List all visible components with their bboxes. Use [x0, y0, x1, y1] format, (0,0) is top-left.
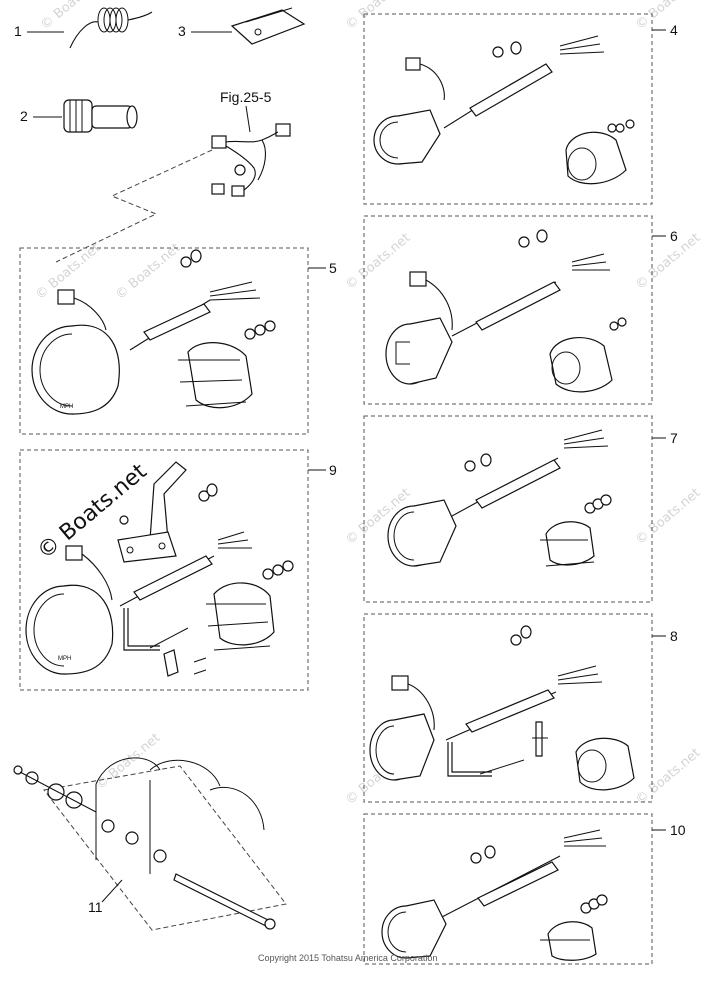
watermark: © Boats.net	[633, 231, 703, 293]
callout-10: 10	[670, 822, 686, 838]
callout-4: 4	[670, 22, 678, 38]
gauge-kit-5: 5 MPH	[19, 247, 337, 435]
copyright-notice: Copyright 2015 Tohatsu America Corporati…	[258, 953, 437, 963]
callout-7: 7	[670, 430, 678, 446]
gauge-label: MPH	[58, 656, 71, 662]
watermark: © Boats.net	[343, 0, 413, 33]
gauge-kit-10: 10	[363, 813, 686, 965]
watermark: © Boats.net	[343, 231, 413, 293]
gauge-kit-6: 6	[363, 215, 678, 405]
part-3-pouch: 3	[178, 7, 306, 45]
callout-1: 1	[14, 23, 22, 39]
gauge-label: MPH	[60, 404, 73, 410]
watermark: © Boats.net	[633, 746, 703, 808]
part-1-wire-coil: 1	[14, 7, 153, 49]
harness-fig-25-5: Fig.25-5	[55, 89, 291, 263]
watermark: © Boats.net	[633, 486, 703, 548]
part-2-hose-fitting: 2	[20, 99, 138, 133]
gauge-kit-7: 7	[363, 415, 678, 603]
gauge-kit-9: 9 MPH	[19, 449, 337, 691]
gauge-kit-4: 4	[363, 13, 678, 205]
callout-5: 5	[329, 260, 337, 276]
watermark: © Boats.net	[93, 731, 163, 793]
watermark: © Boats.net	[113, 241, 183, 303]
watermark: © Boats.net	[633, 0, 703, 33]
figure-ref: Fig.25-5	[220, 89, 272, 105]
callout-8: 8	[670, 628, 678, 644]
callout-6: 6	[670, 228, 678, 244]
callout-9: 9	[329, 462, 337, 478]
gauge-kit-8: 8	[363, 613, 678, 803]
callout-11: 11	[88, 899, 103, 915]
callout-2: 2	[20, 108, 28, 124]
callout-3: 3	[178, 23, 186, 39]
part-11-mounting-assembly: 11	[13, 757, 287, 931]
